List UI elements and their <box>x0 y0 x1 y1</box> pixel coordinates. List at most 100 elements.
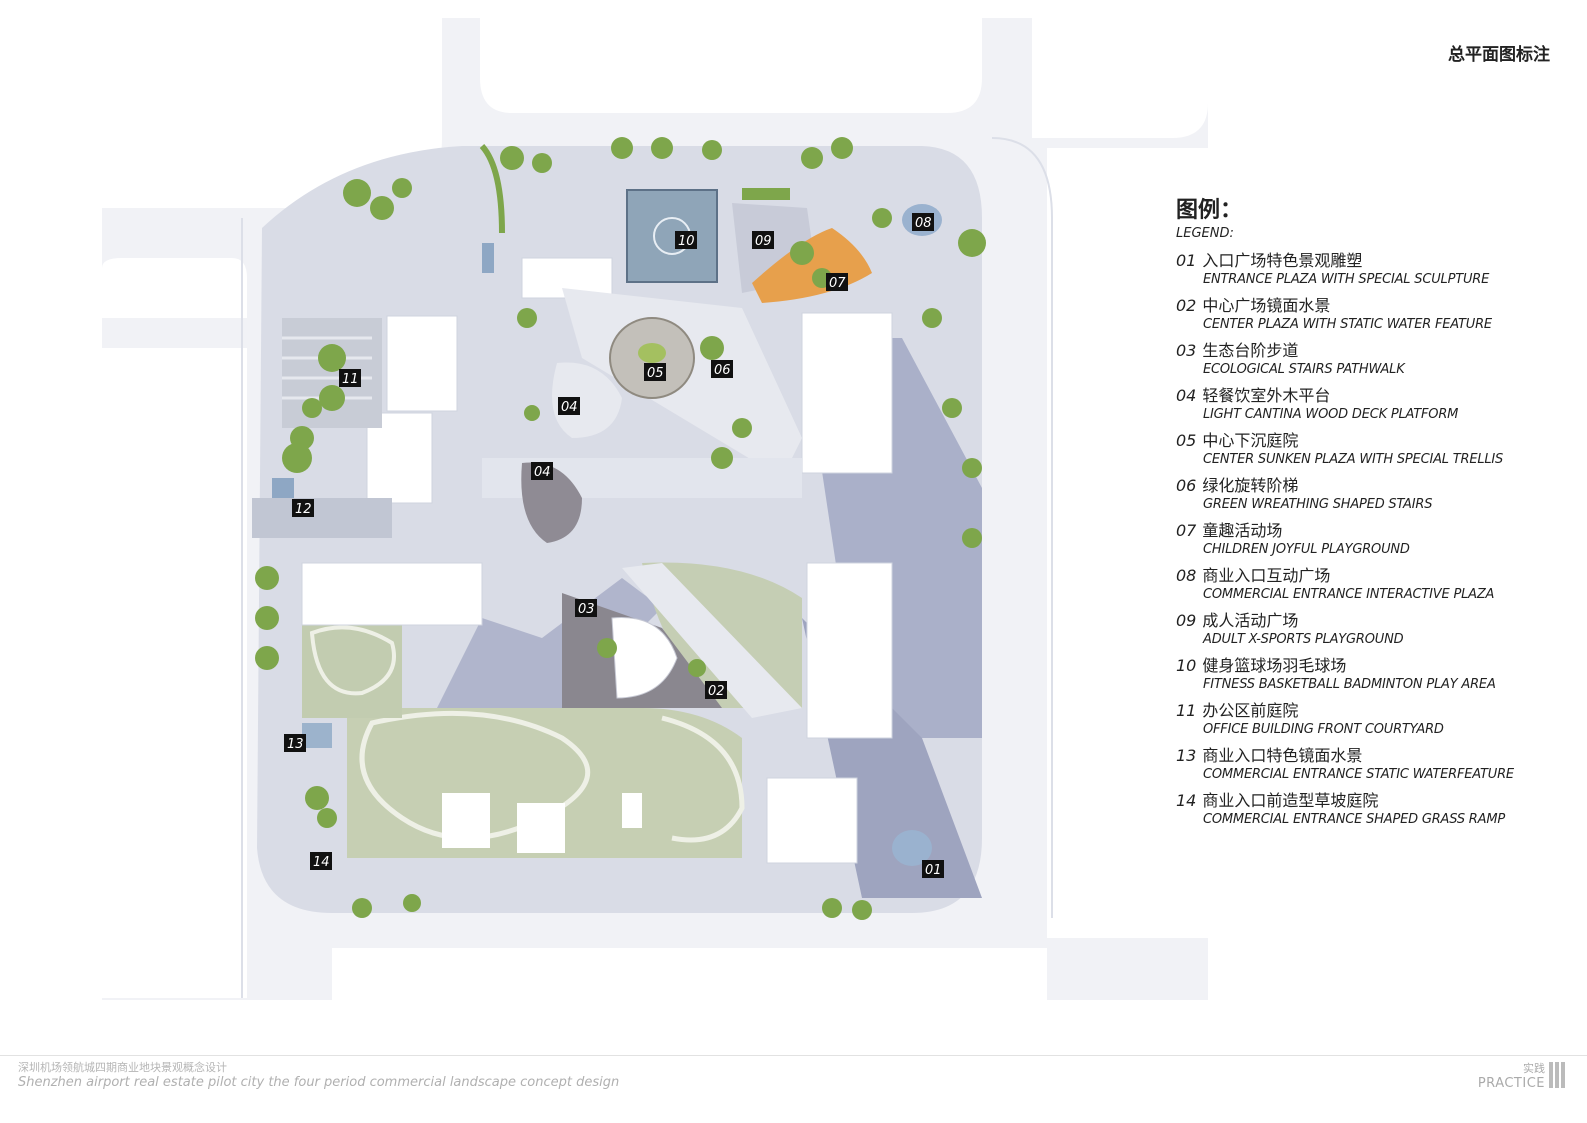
legend-item-number: 04 <box>1176 386 1197 405</box>
map-marker-label: 04 <box>561 400 578 415</box>
legend-item-label-en: CENTER PLAZA WITH STATIC WATER FEATURE <box>1203 317 1492 332</box>
legend-item-cn: 09 成人活动广场 <box>1176 611 1576 631</box>
legend-item-cn: 04 轻餐饮室外木平台 <box>1176 386 1576 406</box>
legend-item-label-en: GREEN WREATHING SHAPED STAIRS <box>1203 497 1433 512</box>
legend-item-label-cn: 商业入口特色镜面水景 <box>1202 746 1363 765</box>
legend-item-number: 03 <box>1176 341 1197 360</box>
map-marker-13: 13 <box>284 734 306 752</box>
legend-heading-en: LEGEND: <box>1176 226 1234 241</box>
legend-item: 04 轻餐饮室外木平台 LIGHT CANTINA WOOD DECK PLATFO… <box>1176 386 1576 423</box>
map-marker-label: 12 <box>295 502 312 517</box>
legend-item-label-cn: 办公区前庭院 <box>1202 701 1299 720</box>
map-marker-label: 09 <box>755 234 772 249</box>
legend-item: 11 办公区前庭院 OFFICE BUILDING FRONT COURTYARD <box>1176 701 1576 738</box>
legend-item-label-en: COMMERCIAL ENTRANCE SHAPED GRASS RAMP <box>1203 812 1505 827</box>
map-marker-label: 01 <box>925 863 942 878</box>
map-marker-label: 07 <box>829 276 846 291</box>
legend-item-label-en: COMMERCIAL ENTRANCE STATIC WATERFEATURE <box>1203 767 1514 782</box>
legend-item-cn: 01 入口广场特色景观雕塑 <box>1176 251 1576 271</box>
brand-name-en: PRACTICE <box>1477 1076 1545 1091</box>
sheet-title: 总平面图标注 <box>1448 45 1550 65</box>
legend-item-label-cn: 轻餐饮室外木平台 <box>1202 386 1331 405</box>
map-marker-04: 04 <box>558 397 580 415</box>
legend-item-label-cn: 中心广场镜面水景 <box>1202 296 1331 315</box>
legend-item-number: 08 <box>1176 566 1197 585</box>
legend-item-label-cn: 童趣活动场 <box>1202 521 1283 540</box>
legend-item-number: 13 <box>1176 746 1197 765</box>
legend-item-label-en: CENTER SUNKEN PLAZA WITH SPECIAL TRELLIS <box>1203 452 1504 467</box>
legend-item: 05 中心下沉庭院 CENTER SUNKEN PLAZA WITH SPECIAL… <box>1176 431 1576 468</box>
legend-item-cn: 14 商业入口前造型草坡庭院 <box>1176 791 1576 811</box>
map-marker-label: 05 <box>647 366 664 381</box>
map-marker-01: 01 <box>922 860 944 878</box>
legend-item: 13 商业入口特色镜面水景 COMMERCIAL ENTRANCE STATIC W… <box>1176 746 1576 783</box>
footer-divider <box>0 1055 1587 1056</box>
legend-item-number: 11 <box>1176 701 1197 720</box>
legend-item-cn: 03 生态台阶步道 <box>1176 341 1576 361</box>
map-marker-12: 12 <box>292 499 314 517</box>
map-marker-label: 03 <box>578 602 595 617</box>
map-marker-label: 10 <box>678 234 695 249</box>
legend-item-label-en: CHILDREN JOYFUL PLAYGROUND <box>1203 542 1410 557</box>
legend-item-label-cn: 健身篮球场羽毛球场 <box>1202 656 1347 675</box>
map-marker-label: 06 <box>714 363 731 378</box>
legend-item-label-en: ADULT X-SPORTS PLAYGROUND <box>1203 632 1404 647</box>
legend-item: 06 绿化旋转阶梯 GREEN WREATHING SHAPED STAIRS <box>1176 476 1576 513</box>
legend-item-label-en: FITNESS BASKETBALL BADMINTON PLAY AREA <box>1203 677 1496 692</box>
brand-name-cn: 实践 <box>1523 1062 1545 1075</box>
legend-item-label-en: COMMERCIAL ENTRANCE INTERACTIVE PLAZA <box>1203 587 1495 602</box>
map-marker-14: 14 <box>310 852 332 870</box>
map-marker-06: 06 <box>711 360 733 378</box>
map-marker-label: 08 <box>915 216 932 231</box>
legend-panel: 图例： LEGEND: 01 入口广场特色景观雕塑 ENTRANCE PLAZA W… <box>1176 198 1576 836</box>
legend-item-cn: 11 办公区前庭院 <box>1176 701 1576 721</box>
legend-item-number: 01 <box>1176 251 1197 270</box>
map-marker-label: 11 <box>342 372 359 387</box>
legend-item-label-cn: 商业入口互动广场 <box>1202 566 1331 585</box>
legend-item: 09 成人活动广场 ADULT X-SPORTS PLAYGROUND <box>1176 611 1576 648</box>
legend-item: 01 入口广场特色景观雕塑 ENTRANCE PLAZA WITH SPECIAL … <box>1176 251 1576 288</box>
legend-item-label-en: OFFICE BUILDING FRONT COURTYARD <box>1203 722 1444 737</box>
brand-mark-icon <box>1549 1062 1565 1088</box>
site-plan-map: 10 09 08 07 11 05 06 04 04 12 03 02 <box>102 18 1208 1000</box>
legend-item-label-cn: 绿化旋转阶梯 <box>1202 476 1299 495</box>
legend-item-label-en: LIGHT CANTINA WOOD DECK PLATFORM <box>1203 407 1459 422</box>
legend-item-cn: 07 童趣活动场 <box>1176 521 1576 541</box>
legend-item: 10 健身篮球场羽毛球场 FITNESS BASKETBALL BADMINTON … <box>1176 656 1576 693</box>
map-marker-label: 14 <box>313 855 330 870</box>
legend-item-label-cn: 生态台阶步道 <box>1202 341 1299 360</box>
map-marker-08: 08 <box>912 213 934 231</box>
legend-item-number: 07 <box>1176 521 1197 540</box>
legend-item-number: 09 <box>1176 611 1197 630</box>
legend-items: 01 入口广场特色景观雕塑 ENTRANCE PLAZA WITH SPECIAL … <box>1176 251 1576 828</box>
map-marker-07: 07 <box>826 273 848 291</box>
map-marker-03: 03 <box>575 599 597 617</box>
legend-item: 07 童趣活动场 CHILDREN JOYFUL PLAYGROUND <box>1176 521 1576 558</box>
legend-item-label-cn: 成人活动广场 <box>1202 611 1299 630</box>
map-marker-02: 02 <box>705 681 727 699</box>
legend-item-number: 05 <box>1176 431 1197 450</box>
map-marker-label: 02 <box>708 684 725 699</box>
legend-heading-cn: 图例： <box>1176 198 1243 223</box>
map-marker-05: 05 <box>644 363 666 381</box>
map-marker-10: 10 <box>675 231 697 249</box>
legend-item-cn: 05 中心下沉庭院 <box>1176 431 1576 451</box>
legend-item-number: 14 <box>1176 791 1197 810</box>
legend-item-number: 10 <box>1176 656 1197 675</box>
map-marker-04: 04 <box>531 462 553 480</box>
map-marker-label: 04 <box>534 465 551 480</box>
footer-title-en: Shenzhen airport real estate pilot city … <box>18 1075 620 1090</box>
legend-item-label-cn: 商业入口前造型草坡庭院 <box>1202 791 1379 810</box>
map-marker-label: 13 <box>287 737 304 752</box>
legend-item-label-cn: 入口广场特色景观雕塑 <box>1202 251 1363 270</box>
legend-item-cn: 08 商业入口互动广场 <box>1176 566 1576 586</box>
legend-item-number: 06 <box>1176 476 1197 495</box>
map-marker-09: 09 <box>752 231 774 249</box>
legend-item: 14 商业入口前造型草坡庭院 COMMERCIAL ENTRANCE SHAPED … <box>1176 791 1576 828</box>
legend-item-cn: 10 健身篮球场羽毛球场 <box>1176 656 1576 676</box>
legend-item-label-cn: 中心下沉庭院 <box>1202 431 1299 450</box>
legend-item-label-en: ENTRANCE PLAZA WITH SPECIAL SCULPTURE <box>1203 272 1490 287</box>
